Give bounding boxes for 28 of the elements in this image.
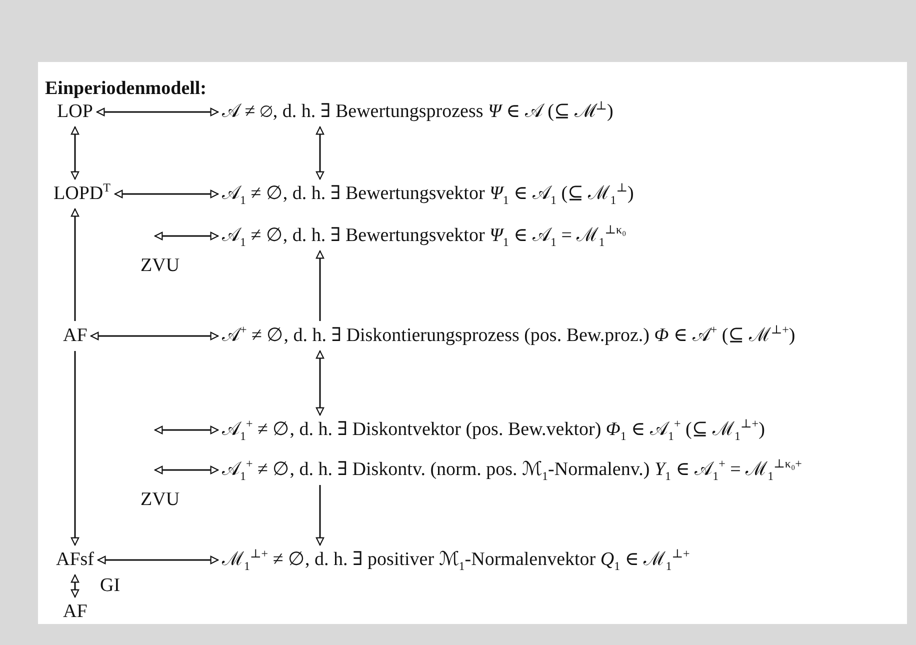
- double-arrow: [114, 190, 219, 198]
- formula-text: 𝒜$_{1}$$^{+}$ ≠ ∅, d. h. ∃ Diskontvektor (pos. Bew.vektor) Φ$_{1}$ ∈ 𝒜$_{1}$$^{+}$ (⊆ ℳ$_{1}$$^{⊥+}$): [222, 418, 765, 442]
- arrow: [70, 208, 80, 321]
- edge-label: ZVU: [140, 489, 180, 511]
- double-arrow: [154, 466, 219, 474]
- arrow: [70, 351, 80, 546]
- formula-text: 𝒜 ≠ ∅, d. h. ∃ Bewertungsprozess Ψ ∈ 𝒜 (⊆ ℳ$^{⊥}$): [222, 100, 614, 124]
- arrow: [316, 250, 324, 321]
- term-label: AF: [63, 324, 88, 348]
- formula-text: 𝒜$^{+}$ ≠ ∅, d. h. ∃ Diskontierungsprozess (pos. Bew.proz.) Φ ∈ 𝒜$^{+}$ (⊆ ℳ$^{⊥+}$): [222, 324, 796, 348]
- edge-label: ZVU: [140, 255, 180, 277]
- double-arrow: [316, 126, 324, 180]
- term-label: AF: [63, 600, 88, 624]
- double-arrow: [96, 108, 219, 116]
- formula-text: 𝒜$_{1}$ ≠ ∅, d. h. ∃ Bewertungsvektor Ψ$_{1}$ ∈ 𝒜$_{1}$ (⊆ ℳ$_{1}$$^{⊥}$): [222, 182, 634, 206]
- double-arrow: [90, 332, 219, 340]
- term-label: LOPD$^{T}$: [54, 182, 110, 206]
- double-arrow: [70, 126, 80, 180]
- title: Einperiodenmodell:: [45, 78, 207, 100]
- edge-label: GI: [100, 575, 120, 597]
- double-arrow: [154, 232, 219, 240]
- double-arrow: [154, 426, 219, 434]
- double-arrow: [70, 574, 80, 598]
- double-arrow: [97, 556, 219, 564]
- double-arrow: [316, 350, 324, 416]
- term-label: AFsf: [56, 548, 94, 572]
- term-label: LOP: [57, 100, 93, 124]
- arrow: [316, 485, 324, 546]
